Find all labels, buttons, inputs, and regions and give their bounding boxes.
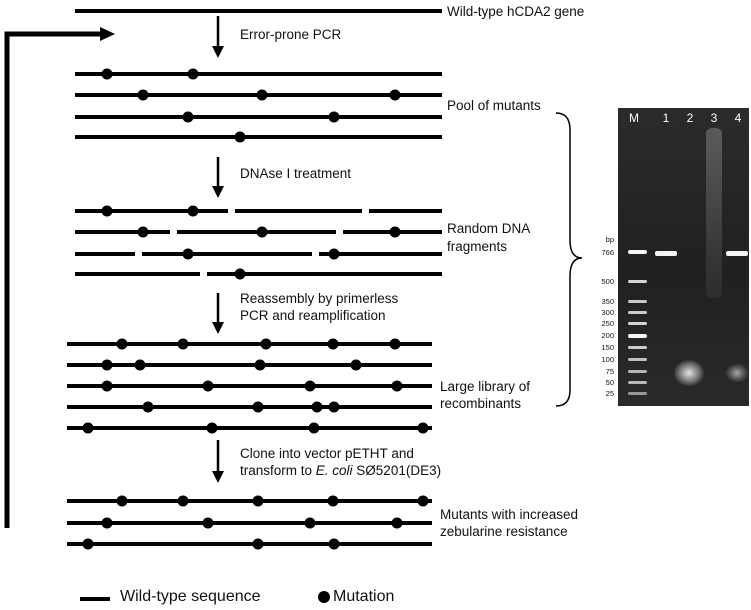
step-arrow-1 <box>212 16 224 58</box>
ladder-band-500 <box>628 280 647 283</box>
lane-4-band <box>726 251 748 256</box>
legend-dot-label: Mutation <box>333 588 395 605</box>
clone-label-1: Clone into vector pETHT and <box>240 446 414 461</box>
selected-mutants <box>67 495 432 550</box>
library-label-2: recombinants <box>440 396 522 411</box>
mutants-label-1: Mutants with increased <box>440 507 579 522</box>
bp-ladder-labels: bp 766 500 350 300 250 200 150 100 75 50… <box>576 235 614 405</box>
step-arrow-4 <box>212 440 224 483</box>
pool-of-mutants-label: Pool of mutants <box>447 98 541 113</box>
ladder-band-50 <box>628 381 647 384</box>
legend-line-label: Wild-type sequence <box>120 588 261 605</box>
ladder-band-200 <box>628 334 647 338</box>
feedback-arrowhead <box>100 27 115 41</box>
lane-label-m: M <box>629 111 639 125</box>
bp-50: 50 <box>605 378 614 387</box>
lane-label-3: 3 <box>710 111 718 125</box>
library-of-recombinants <box>67 338 432 434</box>
bp-766: 766 <box>601 248 614 257</box>
agarose-gel-image: M 1 2 3 4 <box>618 108 749 406</box>
bp-250: 250 <box>601 319 614 328</box>
ladder-band-300 <box>628 311 647 314</box>
error-prone-pcr-label: Error-prone PCR <box>240 27 342 42</box>
lane-1-band <box>655 251 677 256</box>
clone-label-2: transform to E. coli SØ5201(DE3) <box>240 463 442 478</box>
lane-label-4: 4 <box>734 111 742 125</box>
curly-brace <box>555 112 583 407</box>
ladder-band-250 <box>628 322 647 325</box>
ladder-band-766 <box>628 250 647 254</box>
mutants-label-2: zebularine resistance <box>440 524 568 539</box>
ladder-band-350 <box>628 300 647 303</box>
lane-label-2: 2 <box>686 111 694 125</box>
bp-150: 150 <box>601 343 614 352</box>
lane-3-smear <box>706 128 722 298</box>
feedback-loop-arrow <box>4 31 102 528</box>
legend-dot-swatch <box>318 591 330 603</box>
bp-100: 100 <box>601 355 614 364</box>
library-label-1: Large library of <box>440 379 531 394</box>
fragments-label-1: Random DNA <box>447 221 531 236</box>
pool-of-mutants <box>75 68 442 143</box>
reassembly-label-2: PCR and reamplification <box>240 308 386 323</box>
step-arrow-2 <box>212 157 224 198</box>
lane-4-primer-smear <box>726 364 748 382</box>
dnase-treatment-label: DNAse I treatment <box>240 166 352 181</box>
ladder-band-75 <box>628 370 647 373</box>
ladder-band-150 <box>628 346 647 349</box>
wild-type-gene-label: Wild-type hCDA2 gene <box>447 4 585 19</box>
lane-2-primer-smear <box>674 360 704 386</box>
bp-350: 350 <box>601 297 614 306</box>
bp-75: 75 <box>605 367 614 376</box>
random-dna-fragments <box>75 205 442 280</box>
lane-label-1: 1 <box>662 111 670 125</box>
ladder-band-100 <box>628 358 647 361</box>
reassembly-label-1: Reassembly by primerless <box>240 291 399 306</box>
ladder-band-25 <box>628 392 647 395</box>
bp-500: 500 <box>601 277 614 286</box>
bp-unit-label: bp <box>605 235 614 244</box>
fragments-label-2: fragments <box>447 239 508 254</box>
step-arrow-3 <box>212 293 224 334</box>
bp-25: 25 <box>605 389 614 398</box>
bp-200: 200 <box>601 331 614 340</box>
bp-300: 300 <box>601 308 614 317</box>
ecoli-italic: E. coli <box>315 463 353 478</box>
legend-line-swatch <box>80 597 110 601</box>
